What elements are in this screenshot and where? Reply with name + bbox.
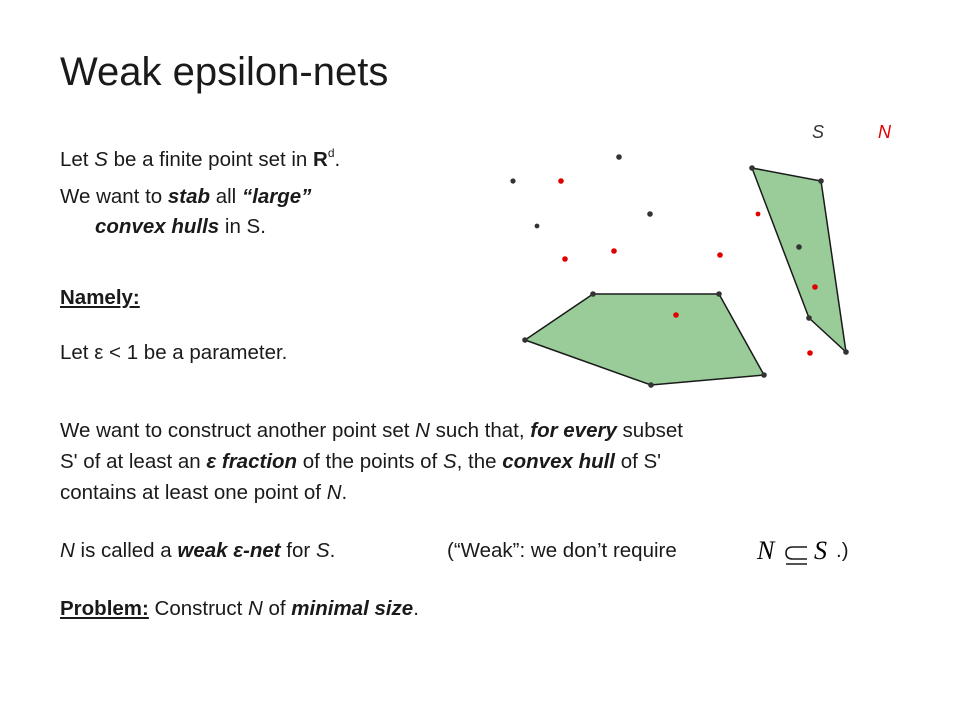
s-point — [616, 154, 622, 160]
text-segment: We want to construct another point set — [60, 419, 416, 442]
text-segment: Construct — [148, 597, 248, 620]
text-segment: N — [415, 419, 430, 442]
text-segment: subset — [616, 419, 683, 442]
text-segment: , the — [456, 450, 503, 473]
text-segment: N — [326, 481, 342, 504]
text-segment: . — [334, 148, 341, 171]
text-segment: is called a — [74, 539, 178, 562]
not-subset-icon — [785, 546, 807, 565]
weak-remark-end: .) — [836, 539, 849, 562]
n-point — [562, 256, 568, 262]
definition-line: Let S be a finite point set in Rd. — [60, 147, 340, 173]
parameter-line: Let ε < 1 be a parameter. — [60, 341, 288, 364]
text-segment: of the points of — [297, 450, 443, 473]
text-segment: . — [413, 597, 419, 620]
superscript: d — [327, 146, 335, 160]
text-segment: contains at least one point of — [60, 481, 327, 504]
formula-N: N — [756, 536, 776, 565]
legend-N: N — [878, 122, 892, 142]
text-segment: . — [329, 539, 336, 562]
weak-net-definition: N is called a weak ε-net for S. — [60, 538, 335, 564]
s-point — [761, 372, 767, 378]
convex-hull-pentagon — [523, 293, 766, 386]
text-segment: S — [94, 148, 108, 171]
text-segment: stab — [167, 185, 211, 208]
goal-line-continued: convex hulls in S. — [95, 214, 266, 240]
paragraph-line-2: S' of at least an ε fraction of the poin… — [60, 449, 661, 475]
s-point — [648, 382, 654, 388]
s-point — [534, 223, 540, 229]
text-segment: S — [442, 450, 457, 473]
namely-heading: Namely: — [60, 286, 140, 309]
text-segment: N — [60, 539, 75, 562]
text-segment: be a finite point set in — [107, 148, 314, 171]
text-segment: for every — [530, 419, 617, 442]
text-segment: convex hull — [502, 450, 615, 473]
s-point — [749, 165, 755, 171]
slide-title: Weak epsilon-nets — [60, 50, 389, 94]
text-segment: Let — [60, 148, 95, 171]
goal-line: We want to stab all “large” — [60, 184, 311, 210]
text-segment: weak ε-net — [177, 539, 281, 562]
s-point — [843, 349, 849, 355]
text-segment: all — [210, 185, 242, 208]
s-point — [522, 337, 528, 343]
problem-line: Problem: Construct N of minimal size. — [60, 596, 419, 622]
text-segment: S' — [60, 450, 78, 473]
n-point — [717, 252, 723, 258]
legend-S: S — [812, 122, 824, 142]
n-point — [611, 248, 617, 254]
text-segment: “large” — [241, 185, 312, 208]
text-segment: in S. — [219, 215, 266, 238]
text-segment: R — [313, 148, 328, 171]
text-segment: minimal size — [291, 597, 414, 620]
paragraph-line-1: We want to construct another point set N… — [60, 418, 683, 444]
text-segment: such that, — [429, 419, 531, 442]
n-point — [755, 211, 761, 217]
n-point — [673, 312, 679, 318]
paragraph-line-3: contains at least one point of N. — [60, 480, 347, 506]
s-point — [510, 178, 516, 184]
text-segment: of at least an — [77, 450, 207, 473]
text-segment: convex hulls — [95, 215, 220, 238]
s-point — [818, 178, 824, 184]
points-N — [558, 178, 818, 356]
formula-S: S — [814, 536, 827, 565]
weak-remark: (“Weak”: we don’t require — [447, 539, 677, 562]
text-segment: . — [341, 481, 348, 504]
n-point — [558, 178, 564, 184]
not-subset-formula: N S — [756, 536, 827, 565]
text-segment: of — [262, 597, 292, 620]
problem-label: Problem: — [60, 597, 149, 620]
n-point — [812, 284, 818, 290]
text-segment: We want to — [60, 185, 168, 208]
s-point — [796, 244, 802, 250]
convex-hull-quadrilateral — [750, 167, 848, 354]
text-segment: ε fraction — [206, 450, 298, 473]
s-point — [590, 291, 596, 297]
text-segment: of S' — [615, 450, 662, 473]
s-point — [647, 211, 653, 217]
text-segment: S — [315, 539, 330, 562]
n-point — [807, 350, 813, 356]
s-point — [806, 315, 812, 321]
points-S — [510, 154, 849, 388]
text-segment: N — [247, 597, 263, 620]
s-point — [716, 291, 722, 297]
text-segment: for — [280, 539, 316, 562]
